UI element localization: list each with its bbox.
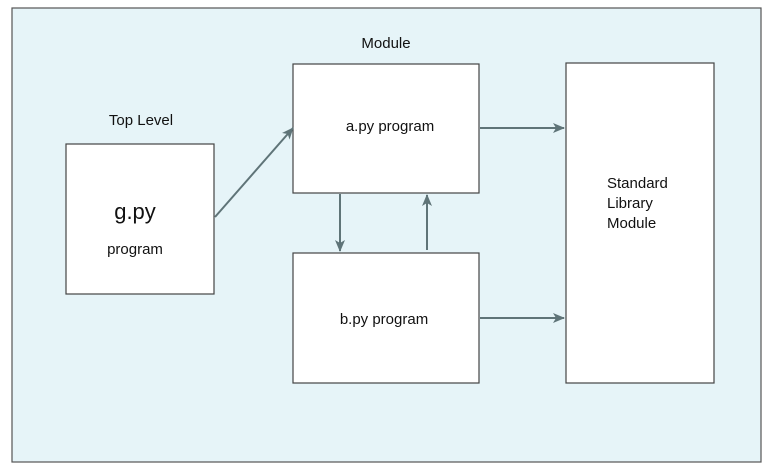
node-g-py: g.py program [65,143,215,295]
node-standard-library-line2: Library [607,195,653,212]
node-standard-library-line1: Standard [607,175,668,192]
module-label: Module [361,35,410,52]
node-g-py-subtitle: program [107,241,163,258]
node-standard-library-box [565,62,715,384]
node-g-py-title: g.py [114,199,156,224]
node-b-py: b.py program [292,252,480,384]
top-level-label: Top Level [109,112,173,129]
node-a-py-box [292,63,480,194]
node-b-py-label: b.py program [340,311,428,328]
node-b-py-box [292,252,480,384]
node-standard-library-line3: Module [607,215,656,232]
node-a-py-label: a.py program [346,118,434,135]
node-g-py-box [65,143,215,295]
node-a-py: a.py program [292,63,480,194]
node-standard-library: Standard Library Module [565,62,715,384]
edge-g-to-a [214,127,294,218]
